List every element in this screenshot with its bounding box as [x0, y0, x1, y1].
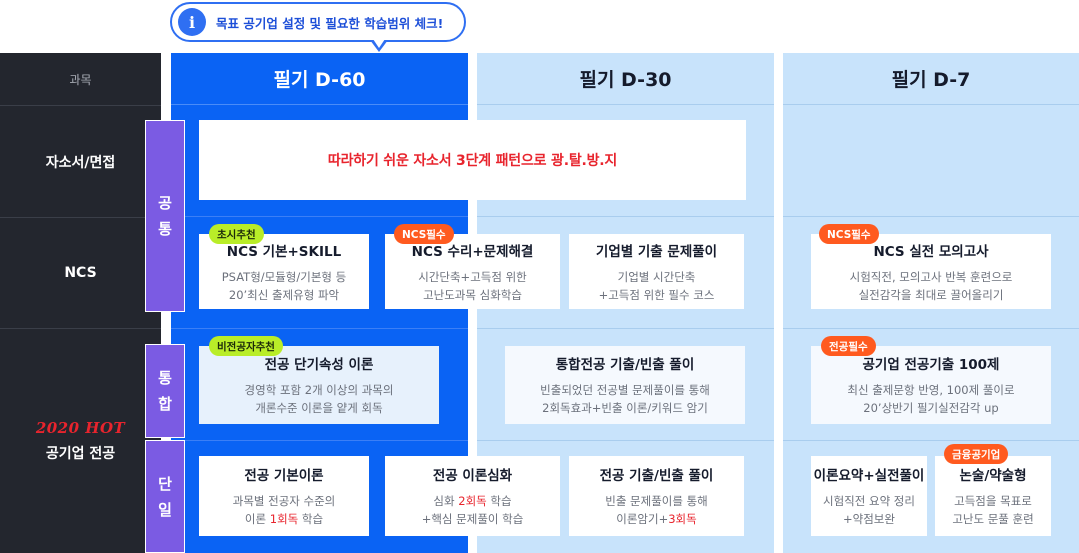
desc-text: 학습 — [486, 494, 512, 508]
row-label-major: 2020 HOT 공기업 전공 — [0, 328, 161, 553]
hot-label: 2020 HOT — [35, 419, 126, 437]
tab-integrated-char-1: 통 — [158, 369, 172, 387]
row-label-ncs: NCS — [0, 217, 161, 328]
tab-integrated: 통 합 — [145, 344, 185, 438]
course-card-major-short[interactable]: 전공 단기속성 이론 경영학 포함 2개 이상의 과목의 개론수준 이론을 얕게… — [199, 346, 439, 424]
tab-single: 단 일 — [145, 440, 185, 553]
row-divider — [477, 440, 774, 441]
tab-common-char-1: 공 — [158, 194, 172, 212]
desc-text: 학습 — [298, 512, 324, 526]
left-label-column: 과목 자소서/면접 NCS 2020 HOT 공기업 전공 — [0, 53, 161, 553]
row-label-essay: 자소서/면접 — [0, 105, 161, 217]
row-divider — [171, 216, 468, 217]
desc-text: 이론암기+ — [616, 512, 669, 526]
course-desc: PSAT형/모듈형/기본형 등 — [221, 269, 347, 284]
course-desc: 20’최신 출제유형 파악 — [228, 287, 340, 302]
course-desc: +핵심 문제풀이 학습 — [421, 512, 524, 526]
course-title: 전공 기출/빈출 풀이 — [599, 468, 714, 484]
course-card-ncs-math[interactable]: NCS 수리+문제해결 시간단축+고득점 위한 고난도과목 심화학습 — [385, 234, 560, 309]
course-desc: 시험직전 요약 정리 — [823, 494, 915, 508]
desc-highlight: 2회독 — [458, 494, 487, 508]
tab-common-char-2: 통 — [158, 220, 172, 238]
course-title: 기업별 기출 문제풀이 — [595, 243, 718, 260]
course-desc: 이론 1회독 학습 — [245, 510, 323, 528]
subject-header: 과목 — [69, 72, 92, 87]
course-card-ncs-mock[interactable]: NCS 실전 모의고사 시험직전, 모의고사 반복 훈련으로 실전감각을 최대로… — [811, 234, 1051, 309]
course-desc: 개론수준 이론을 얕게 회독 — [255, 401, 383, 415]
course-title: 이론요약+실전풀이 — [813, 468, 925, 484]
course-card-major-advanced[interactable]: 전공 이론심화 심화 2회독 학습 +핵심 문제풀이 학습 — [385, 456, 560, 536]
course-desc: +약점보완 — [843, 512, 895, 526]
course-title: NCS 수리+문제해결 — [411, 243, 534, 260]
course-desc: 2회독효과+빈출 이론/키워드 암기 — [542, 401, 708, 415]
row-divider — [783, 216, 1079, 217]
major-label: 공기업 전공 — [45, 446, 116, 462]
tab-integrated-char-2: 합 — [158, 395, 172, 413]
course-desc: 시험직전, 모의고사 반복 훈련으로 — [849, 269, 1013, 284]
badge-recommended: 초시추천 — [209, 224, 264, 244]
row-divider — [477, 328, 774, 329]
badge-required: NCS필수 — [819, 224, 879, 244]
badge-finance: 금융공기업 — [944, 444, 1009, 464]
badge-required: NCS필수 — [394, 224, 454, 244]
row-divider — [171, 440, 468, 441]
row-divider — [783, 328, 1079, 329]
course-title: 공기업 전공기출 100제 — [862, 357, 1000, 373]
row-divider — [783, 440, 1079, 441]
info-icon: i — [178, 8, 206, 36]
course-desc: 20’상반기 필기실전감각 up — [863, 401, 999, 415]
course-desc: 과목별 전공자 수준의 — [232, 494, 336, 508]
desc-text: 이론 — [244, 512, 270, 526]
course-desc: 경영학 포함 2개 이상의 과목의 — [244, 383, 394, 397]
course-desc: 시간단축+고득점 위한 — [418, 269, 527, 284]
course-desc: 기업별 시간단축 — [617, 269, 696, 284]
course-card-essay[interactable]: 논술/약술형 고득점을 목표로 고난도 문풀 훈련 — [935, 456, 1051, 536]
course-desc: 고난도 문풀 훈련 — [952, 512, 1034, 526]
essay-banner[interactable]: 따라하기 쉬운 자소서 3단계 패턴으로 광.탈.방.지 — [199, 120, 746, 200]
tab-single-char-2: 일 — [158, 500, 172, 519]
course-title: 전공 기본이론 — [244, 468, 324, 484]
row-divider — [171, 328, 468, 329]
course-desc: +고득점 위한 필수 코스 — [598, 287, 715, 302]
course-desc: 빈출 문제풀이를 통해 — [605, 494, 708, 508]
tab-single-char-1: 단 — [158, 474, 172, 493]
column-header-d30: 필기 D-30 — [477, 53, 774, 105]
tooltip-tail-inner — [373, 39, 385, 48]
course-title: 전공 이론심화 — [432, 468, 513, 484]
course-desc: 고난도과목 심화학습 — [423, 287, 522, 302]
column-header-d7: 필기 D-7 — [783, 53, 1079, 105]
badge-nonmajor: 비전공자추천 — [209, 336, 283, 356]
course-card-major-100[interactable]: 공기업 전공기출 100제 최신 출제문항 반영, 100제 풀이로 20’상반… — [811, 346, 1051, 424]
course-desc: 심화 2회독 학습 — [433, 492, 511, 510]
course-desc: 실전감각을 최대로 끌어올리기 — [858, 287, 1004, 302]
tooltip-bubble: i 목표 공기업 설정 및 필요한 학습범위 체크! — [170, 2, 466, 42]
desc-highlight: 3회독 — [668, 512, 697, 526]
course-desc: 빈출되었던 전공별 문제풀이를 통해 — [540, 383, 710, 397]
course-title: NCS 실전 모의고사 — [873, 243, 989, 260]
tab-common: 공 통 — [145, 120, 185, 312]
tooltip-text: 목표 공기업 설정 및 필요한 학습범위 체크! — [216, 15, 444, 31]
course-title: 전공 단기속성 이론 — [264, 357, 374, 373]
course-card-summary[interactable]: 이론요약+실전풀이 시험직전 요약 정리 +약점보완 — [811, 456, 927, 536]
desc-highlight: 1회독 — [269, 512, 299, 526]
course-card-major-basic[interactable]: 전공 기본이론 과목별 전공자 수준의 이론 1회독 학습 — [199, 456, 369, 536]
row-divider — [477, 216, 774, 217]
course-title: 논술/약술형 — [959, 468, 1027, 484]
course-card-ncs-basic[interactable]: NCS 기본+SKILL PSAT형/모듈형/기본형 등 20’최신 출제유형 … — [199, 234, 369, 309]
course-desc: 최신 출제문항 반영, 100제 풀이로 — [847, 383, 1015, 397]
course-card-major-past[interactable]: 전공 기출/빈출 풀이 빈출 문제풀이를 통해 이론암기+3회독 — [569, 456, 744, 536]
course-title: NCS 기본+SKILL — [226, 243, 342, 260]
course-desc: 이론암기+3회독 — [616, 510, 696, 528]
badge-major-required: 전공필수 — [821, 336, 876, 356]
course-card-ncs-company[interactable]: 기업별 기출 문제풀이 기업별 시간단축 +고득점 위한 필수 코스 — [569, 234, 744, 309]
desc-text: 심화 — [433, 494, 459, 508]
column-header-d60: 필기 D-60 — [171, 53, 468, 105]
course-title: 통합전공 기출/빈출 풀이 — [555, 357, 695, 373]
course-card-integrated-past[interactable]: 통합전공 기출/빈출 풀이 빈출되었던 전공별 문제풀이를 통해 2회독효과+빈… — [505, 346, 745, 424]
course-desc: 고득점을 목표로 — [954, 494, 1032, 508]
